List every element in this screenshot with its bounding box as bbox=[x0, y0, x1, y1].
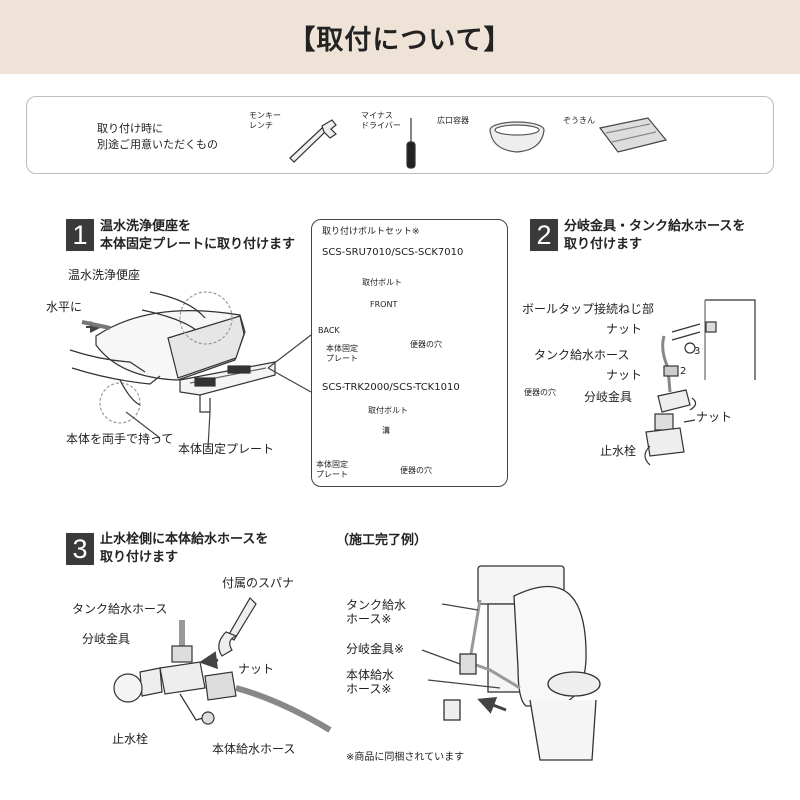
tool-screwdriver-line2: ドライバー bbox=[361, 121, 401, 130]
label-balltap: ボールタップ接続ねじ部 bbox=[522, 302, 655, 316]
label-seat: 温水洗浄便座 bbox=[68, 268, 141, 282]
header-banner: 【取付について】 bbox=[0, 0, 800, 74]
inset-plate-b-line2: プレート bbox=[316, 470, 348, 479]
step1-title: 温水洗浄便座を 本体固定プレートに取り付けます bbox=[100, 218, 295, 254]
step3-illustration bbox=[113, 597, 332, 733]
label-hole: 便器の穴 bbox=[524, 388, 556, 397]
inset-bolt-b: 取付ボルト bbox=[368, 406, 408, 415]
label-nut-3: ナット bbox=[238, 662, 275, 676]
tool-wrench-line2: レンチ bbox=[249, 121, 273, 130]
step1-title-line2: 本体固定プレートに取り付けます bbox=[100, 237, 296, 252]
tools-box: 取り付け時に 別途ご用意いただくもの モンキー レンチ マイナス ドライバー 広… bbox=[26, 96, 774, 174]
tools-intro-line1: 取り付け時に bbox=[97, 122, 163, 135]
label-ex-main-line2: ホース※ bbox=[346, 682, 392, 696]
step2-num-3: 3 bbox=[694, 346, 701, 357]
label-valve-3: 止水栓 bbox=[112, 732, 149, 746]
page-title: 【取付について】 bbox=[288, 24, 512, 56]
inset-back: BACK bbox=[318, 326, 340, 335]
label-level: 水平に bbox=[46, 300, 83, 314]
inset-plate-a: 本体固定 プレート bbox=[326, 344, 358, 364]
inset-hole-b: 便器の穴 bbox=[400, 466, 432, 475]
example-title: （施工完了例） bbox=[336, 533, 428, 548]
step3-title: 止水栓側に本体給水ホースを 取り付けます bbox=[100, 531, 268, 567]
label-ex-tank: タンク給水 ホース※ bbox=[346, 598, 406, 626]
label-plate: 本体固定プレート bbox=[178, 442, 275, 456]
step3-title-line2: 取り付けます bbox=[100, 550, 179, 565]
label-hold: 本体を両手で持って bbox=[66, 432, 174, 446]
inset-model-a: SCS-SRU7010/SCS-SCK7010 bbox=[322, 247, 464, 258]
label-ex-main: 本体給水 ホース※ bbox=[346, 668, 394, 696]
step2-title: 分岐金具・タンク給水ホースを 取り付けます bbox=[564, 218, 745, 254]
label-valve: 止水栓 bbox=[600, 444, 637, 458]
inset-front: FRONT bbox=[370, 300, 398, 309]
inset-groove: 溝 bbox=[382, 426, 390, 435]
step1-number: 1 bbox=[66, 219, 94, 251]
inset-heading: 取り付けボルトセット※ bbox=[322, 227, 420, 237]
cloth-icon bbox=[598, 117, 668, 153]
step1-illustration bbox=[69, 291, 312, 449]
inset-model-b: SCS-TRK2000/SCS-TCK1010 bbox=[322, 382, 460, 393]
label-mainhose-3: 本体給水ホース bbox=[212, 742, 296, 756]
label-ex-tank-line1: タンク給水 bbox=[346, 598, 407, 612]
label-ex-branch: 分岐金具※ bbox=[346, 642, 405, 656]
wrench-icon bbox=[289, 119, 337, 163]
tool-label-bowl: 広口容器 bbox=[437, 116, 469, 126]
label-branch-3: 分岐金具 bbox=[82, 632, 131, 646]
label-tankhose-3: タンク給水ホース bbox=[72, 602, 168, 616]
example-note: ※商品に同梱されています bbox=[346, 752, 465, 763]
step2-illustration bbox=[644, 299, 756, 466]
screwdriver-icon bbox=[406, 118, 416, 169]
label-spanner: 付属のスパナ bbox=[222, 576, 295, 590]
label-ex-main-line1: 本体給水 bbox=[346, 668, 395, 682]
step2-num-2: 2 bbox=[680, 366, 687, 377]
step2-title-line2: 取り付けます bbox=[564, 237, 643, 252]
inset-plate-b: 本体固定 プレート bbox=[316, 460, 348, 480]
tool-label-wrench: モンキー レンチ bbox=[249, 111, 281, 131]
tool-wrench-line1: モンキー bbox=[249, 111, 281, 120]
tools-intro-line2: 別途ご用意いただくもの bbox=[97, 138, 218, 151]
tool-cloth-line1: ぞうきん bbox=[563, 116, 595, 125]
tool-bowl-line1: 広口容器 bbox=[437, 116, 469, 125]
tool-label-cloth: ぞうきん bbox=[563, 116, 595, 126]
step2-title-line1: 分岐金具・タンク給水ホースを bbox=[564, 219, 746, 234]
tool-label-screwdriver: マイナス ドライバー bbox=[361, 111, 401, 131]
label-ex-tank-line2: ホース※ bbox=[346, 612, 392, 626]
step3-number: 3 bbox=[66, 533, 94, 565]
step2-number: 2 bbox=[530, 219, 558, 251]
step1-title-line1: 温水洗浄便座を bbox=[100, 219, 192, 234]
inset-plate-a-line2: プレート bbox=[326, 354, 358, 363]
toilet-illustration bbox=[421, 565, 601, 761]
tools-intro: 取り付け時に 別途ご用意いただくもの bbox=[97, 121, 218, 153]
inset-hole-a: 便器の穴 bbox=[410, 340, 442, 349]
label-branch: 分岐金具 bbox=[584, 390, 633, 404]
label-tankhose: タンク給水ホース bbox=[534, 348, 630, 362]
inset-plate-a-line1: 本体固定 bbox=[326, 344, 358, 353]
label-nut2: ナット bbox=[606, 368, 643, 382]
bolt-set-inset: 取り付けボルトセット※ SCS-SRU7010/SCS-SCK7010 取付ボル… bbox=[311, 219, 508, 487]
inset-plate-b-line1: 本体固定 bbox=[316, 460, 348, 469]
bowl-icon bbox=[489, 121, 545, 153]
label-nut1: ナット bbox=[606, 322, 643, 336]
step3-title-line1: 止水栓側に本体給水ホースを bbox=[100, 532, 269, 547]
tool-screwdriver-line1: マイナス bbox=[361, 111, 393, 120]
inset-bolt-a: 取付ボルト bbox=[362, 278, 402, 287]
label-nut3: ナット bbox=[696, 410, 733, 424]
